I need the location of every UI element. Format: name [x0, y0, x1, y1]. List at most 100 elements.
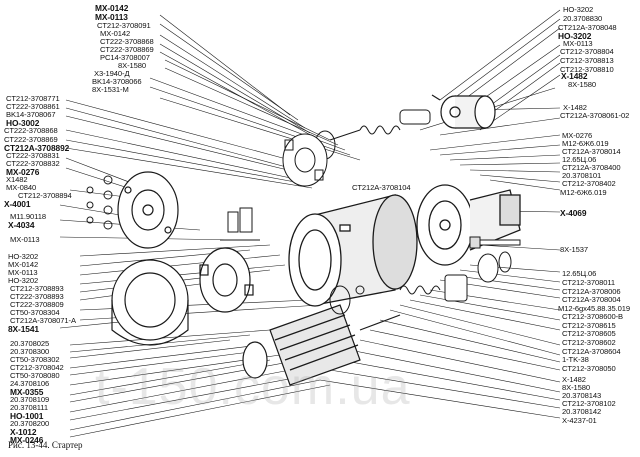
right-part-label: 20.3708101 [562, 171, 602, 180]
right-part-label: MX-0113 [563, 39, 593, 48]
left-part-label: 20.3708111 [10, 403, 48, 412]
right-part-label: CT212-3708402 [562, 179, 616, 188]
center-part-label: CT212A-3708104 [352, 183, 411, 192]
right-part-label: M12-6Ж6.019 [560, 188, 607, 197]
right-part-label: CT212-3708011 [562, 278, 616, 287]
right-part-label: CT212-3708050 [562, 364, 616, 373]
right-part-label: 12.65Ц.06 [562, 269, 597, 278]
left-part-label: BK14-3708066 [92, 77, 142, 86]
left-part-label: MX-0113 [95, 12, 128, 22]
right-part-label: 8X-1580 [562, 383, 591, 392]
left-part-label: 20.3708025 [10, 339, 50, 348]
right-part-label: CT212A-3708400 [562, 163, 621, 172]
left-part-label: X3-1940-Д [94, 69, 130, 78]
left-part-label: 20.3708200 [10, 419, 50, 428]
left-part-label: X-4034 [8, 220, 35, 230]
left-part-label: CT212-3708091 [97, 21, 151, 30]
left-part-label: CT222-3708832 [6, 159, 60, 168]
left-part-label: HO-3002 [6, 118, 40, 128]
stator-housing [288, 194, 418, 307]
left-part-label: PC14-3708007 [100, 53, 150, 62]
left-part-label: CT50-3708304 [10, 308, 60, 317]
right-part-label: HO-3202 [558, 31, 592, 41]
left-part-label: MX-0113 [10, 235, 40, 244]
left-part-label: CT222-3708869 [100, 45, 154, 54]
right-part-label: MX-0276 [562, 131, 593, 140]
right-part-label: CT212A-3708604 [562, 347, 621, 356]
right-part-label: 12.65Ц.06 [562, 155, 597, 164]
left-part-label: MX-0355 [10, 387, 44, 397]
right-part-label: CT212-3708810 [560, 65, 614, 74]
left-part-label: X-4001 [4, 199, 31, 209]
left-part-label: CT222-3708809 [10, 300, 64, 309]
left-part-label: CT212A-3708071-A [10, 316, 76, 325]
left-part-label: BK14-3708067 [6, 110, 56, 119]
left-part-label: CT222-3708868 [100, 37, 154, 46]
left-part-label: CT212-3708042 [10, 363, 64, 372]
left-part-label: 20.3708109 [10, 395, 50, 404]
left-part-label: 24.3708106 [10, 379, 50, 388]
left-part-label: MX-0113 [8, 268, 38, 277]
left-part-label: CT222-3708893 [10, 292, 64, 301]
terminal-brackets [220, 207, 260, 241]
right-part-label: CT212-3708602 [562, 338, 616, 347]
rear-cover-left [117, 171, 179, 249]
left-part-label: 20.3708300 [10, 347, 50, 356]
left-part-label: CT222-3708869 [4, 135, 58, 144]
right-part-label: CT212-3708804 [560, 47, 614, 56]
right-part-label: CT212A-3708048 [558, 23, 617, 32]
left-part-label: X-1012 [10, 427, 37, 437]
left-part-label: 8X-1580 [118, 61, 147, 70]
left-part-label: CT222-3708831 [6, 151, 60, 160]
right-part-label: X-1482 [561, 71, 588, 81]
right-part-label: 20.3708830 [563, 14, 603, 23]
left-part-label: MX-0142 [95, 3, 129, 13]
solenoid-relay [431, 94, 496, 129]
brush-holder-upper [282, 133, 328, 187]
left-part-label: CT212A-3708892 [4, 143, 70, 153]
left-part-label: M11.90118 [10, 212, 46, 221]
left-part-label: CT212-3708771 [6, 94, 60, 103]
left-part-label: CT222-3708861 [6, 102, 60, 111]
left-part-label: CT212-3708894 [18, 191, 72, 200]
left-part-label: CT212-3708893 [10, 284, 64, 293]
right-part-label: 20.3708143 [562, 391, 602, 400]
pinion-drive [329, 251, 512, 315]
right-part-label: 8X-1537 [560, 245, 589, 254]
figure-caption: Рис. 13-44. Стартер [8, 440, 83, 450]
right-part-label: CT212A-3708006 [562, 287, 621, 296]
right-part-label: X-4237-01 [562, 416, 597, 425]
right-part-label: X-1482 [563, 103, 587, 112]
left-part-label: X1482 [6, 175, 28, 184]
right-part-label: CT212A-3708061-02 [560, 111, 630, 120]
left-part-label: HO-3202 [8, 252, 39, 261]
bolt-right [469, 236, 521, 249]
left-part-label: CT222-3708868 [4, 126, 58, 135]
right-part-label: 1-TK-38 [562, 355, 589, 364]
right-part-label: CT212A-3708004 [562, 295, 621, 304]
right-part-label: CT212-3708605 [562, 329, 616, 338]
left-part-label: 8X-1541 [8, 324, 39, 334]
armature [242, 304, 401, 386]
left-part-label: MX-0142 [100, 29, 131, 38]
left-part-label: MX-0276 [6, 167, 40, 177]
watermark-text: t-150.com.ua [95, 358, 411, 416]
right-part-label: CT212-3708813 [560, 56, 614, 65]
drive-end-housing [416, 184, 521, 266]
left-part-label: 8X-1531-M [92, 85, 129, 94]
brush-plate-lower [199, 247, 254, 313]
commutator-end-cover [111, 259, 189, 346]
left-part-label: MX-0142 [8, 260, 39, 269]
right-part-label: CT212-3708615 [562, 321, 616, 330]
right-part-label: 8X-1580 [568, 80, 597, 89]
left-part-label: HO-3202 [8, 276, 39, 285]
left-part-label: MX-0246 [10, 435, 44, 445]
right-part-label: M12-6Ж6.019 [562, 139, 609, 148]
washers-column [86, 175, 113, 230]
right-part-label: CT212-3708600-B [562, 312, 623, 321]
right-part-label: X-4069 [560, 208, 587, 218]
plunger-spring-upper [314, 109, 431, 160]
left-part-label: CT50-3708302 [10, 355, 60, 364]
right-part-label: CT212A-3708014 [562, 147, 621, 156]
